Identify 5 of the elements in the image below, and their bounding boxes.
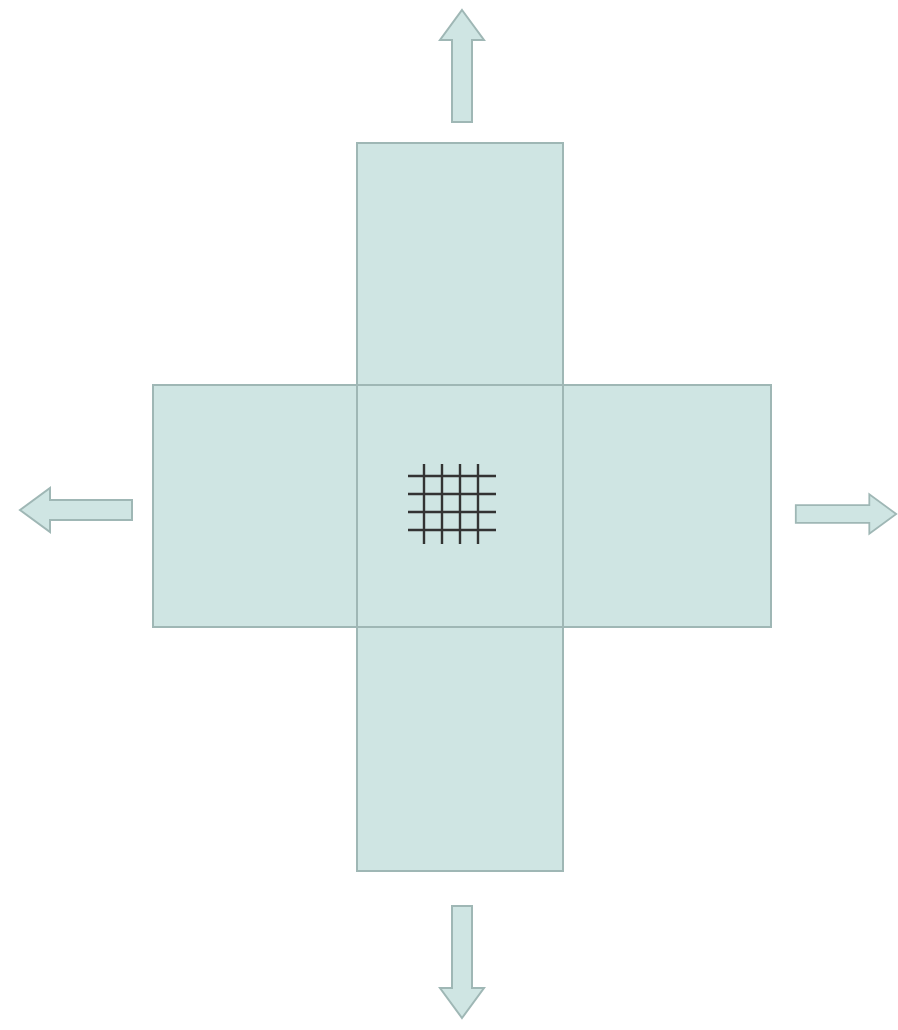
square-panel: [356, 384, 564, 628]
square-panel: [152, 384, 358, 628]
square-panel: [356, 142, 564, 386]
square-panel: [562, 384, 772, 628]
square-panel: [356, 626, 564, 872]
